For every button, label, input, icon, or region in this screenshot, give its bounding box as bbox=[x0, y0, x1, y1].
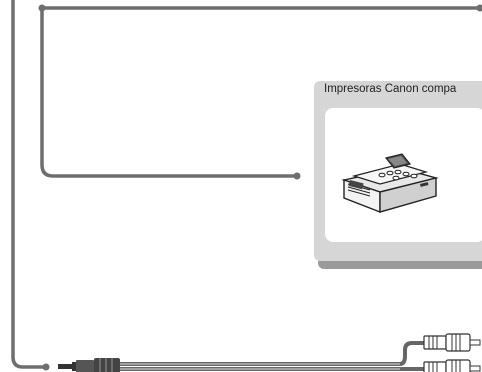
rca-plug-icon-top bbox=[423, 333, 481, 352]
connector-dot-top-right bbox=[476, 4, 482, 12]
printer-icon bbox=[341, 153, 439, 214]
av-cable bbox=[58, 333, 481, 372]
connector-line-printer bbox=[40, 8, 297, 178]
mini-plug-icon bbox=[58, 358, 120, 372]
connector-line-outer bbox=[11, 0, 48, 369]
connector-dot-printer bbox=[293, 172, 301, 180]
rca-plug-icon-bottom bbox=[423, 359, 481, 372]
card-title: Impresoras Canon compa bbox=[324, 83, 457, 95]
connector-dot-plug bbox=[42, 363, 50, 371]
